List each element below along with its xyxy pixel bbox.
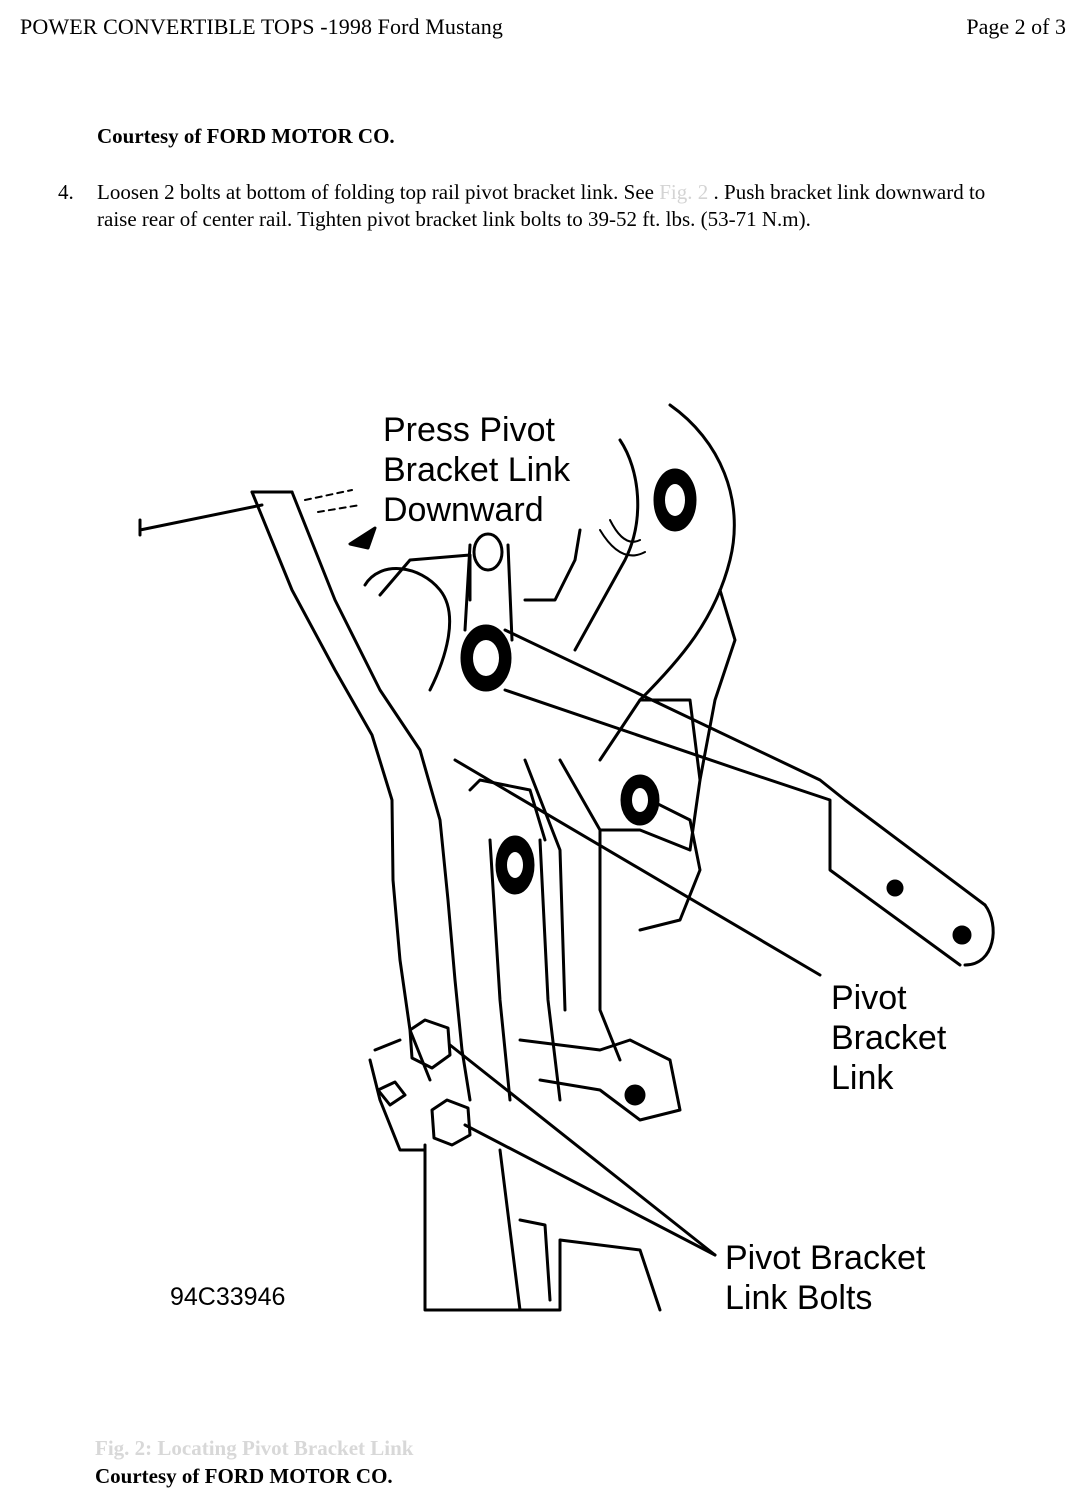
callout-press-pivot-bracket: Press Pivot Bracket Link Downward [383, 410, 571, 530]
callout-press-line-3: Downward [383, 491, 544, 529]
upper-frame-rail [138, 503, 264, 537]
figure-code: 94C33946 [170, 1283, 286, 1311]
callout-link-line-3: Link [831, 1059, 894, 1097]
header-title: POWER CONVERTIBLE TOPS -1998 Ford Mustan… [20, 14, 503, 39]
main-bow-left [250, 490, 432, 1082]
page-number: Page 2 of 3 [966, 14, 1066, 39]
courtesy-line-top: Courtesy of FORD MOTOR CO. [97, 124, 395, 148]
downward-arrow [348, 526, 377, 550]
bolt-lower [430, 1098, 472, 1147]
callout-press-line-1: Press Pivot [383, 411, 555, 449]
courtesy-line-bottom: Courtesy of FORD MOTOR CO. [95, 1464, 393, 1488]
step-text-b: . Push bracket link downward to raise re… [97, 180, 986, 231]
callout-link-line-2: Bracket [831, 1019, 947, 1057]
callout-bolts-line-1: Pivot Bracket [725, 1239, 926, 1277]
figure-reference-link[interactable]: Fig. 2 [659, 180, 709, 204]
step-number: 4. [58, 180, 74, 204]
step-text-a: Loosen 2 bolts at bottom of folding top … [97, 180, 660, 204]
lower-housing [423, 1143, 662, 1312]
leader-bolt-lower [463, 1123, 717, 1257]
callout-bolts-line-2: Link Bolts [725, 1279, 873, 1317]
callout-pivot-bracket-bolts: Pivot Bracket Link Bolts [725, 1238, 925, 1318]
figure-caption: Fig. 2: Locating Pivot Bracket Link [95, 1436, 414, 1460]
callout-link-line-1: Pivot [831, 979, 907, 1017]
lower-bracket [518, 1038, 682, 1122]
bolt-upper [408, 1018, 452, 1070]
callout-press-line-2: Bracket Link [383, 451, 571, 489]
leader-pivot-link [453, 758, 822, 977]
callout-pivot-bracket-link: Pivot Bracket Link [831, 978, 946, 1098]
step-text: Loosen 2 bolts at bottom of folding top … [97, 179, 1017, 233]
center-rail-lower [503, 688, 962, 967]
center-rail-upper [503, 628, 987, 907]
leader-bolt-upper [448, 1043, 717, 1257]
main-bow-right [290, 490, 472, 1102]
